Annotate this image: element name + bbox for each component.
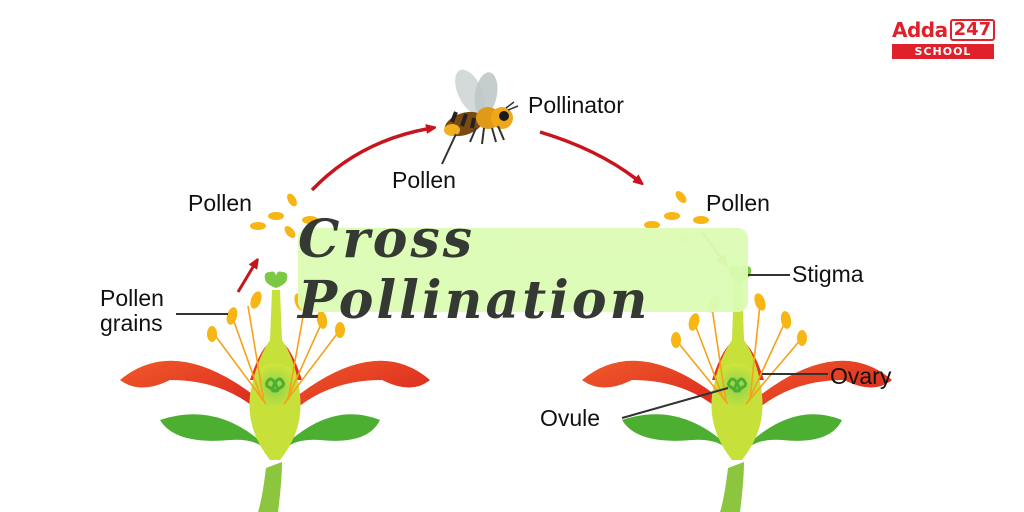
logo-brand-name: Adda (892, 18, 948, 42)
label-pollen-grains-line2: grains (100, 310, 163, 336)
transfer-arrow-up (310, 128, 432, 192)
ovule-leader-line (621, 387, 729, 419)
bee-pollen-leader-line (441, 133, 457, 165)
title-banner: Cross Pollination (298, 209, 748, 331)
label-stigma: Stigma (792, 261, 864, 287)
transfer-arrow-down (539, 130, 640, 182)
label-ovule: Ovule (540, 405, 601, 431)
label-pollen-grains-line1: Pollen (100, 285, 164, 311)
label-pollinator: Pollinator (528, 92, 624, 118)
logo-brand-number: 247 (949, 19, 996, 41)
label-pollen-right: Pollen (706, 190, 770, 216)
adda247-school-logo: Adda 247 SCHOOL (892, 18, 996, 59)
release-arrow (236, 262, 256, 293)
bee-pollinator-icon (444, 69, 519, 145)
pollen-cluster-left (250, 193, 318, 238)
label-ovary: Ovary (830, 363, 892, 389)
label-pollen-left: Pollen (188, 190, 252, 216)
diagram-title: Cross Pollination (298, 209, 651, 331)
logo-tagline: SCHOOL (892, 44, 994, 59)
label-pollen-on-bee: Pollen (392, 167, 456, 193)
flower-right (582, 265, 892, 512)
